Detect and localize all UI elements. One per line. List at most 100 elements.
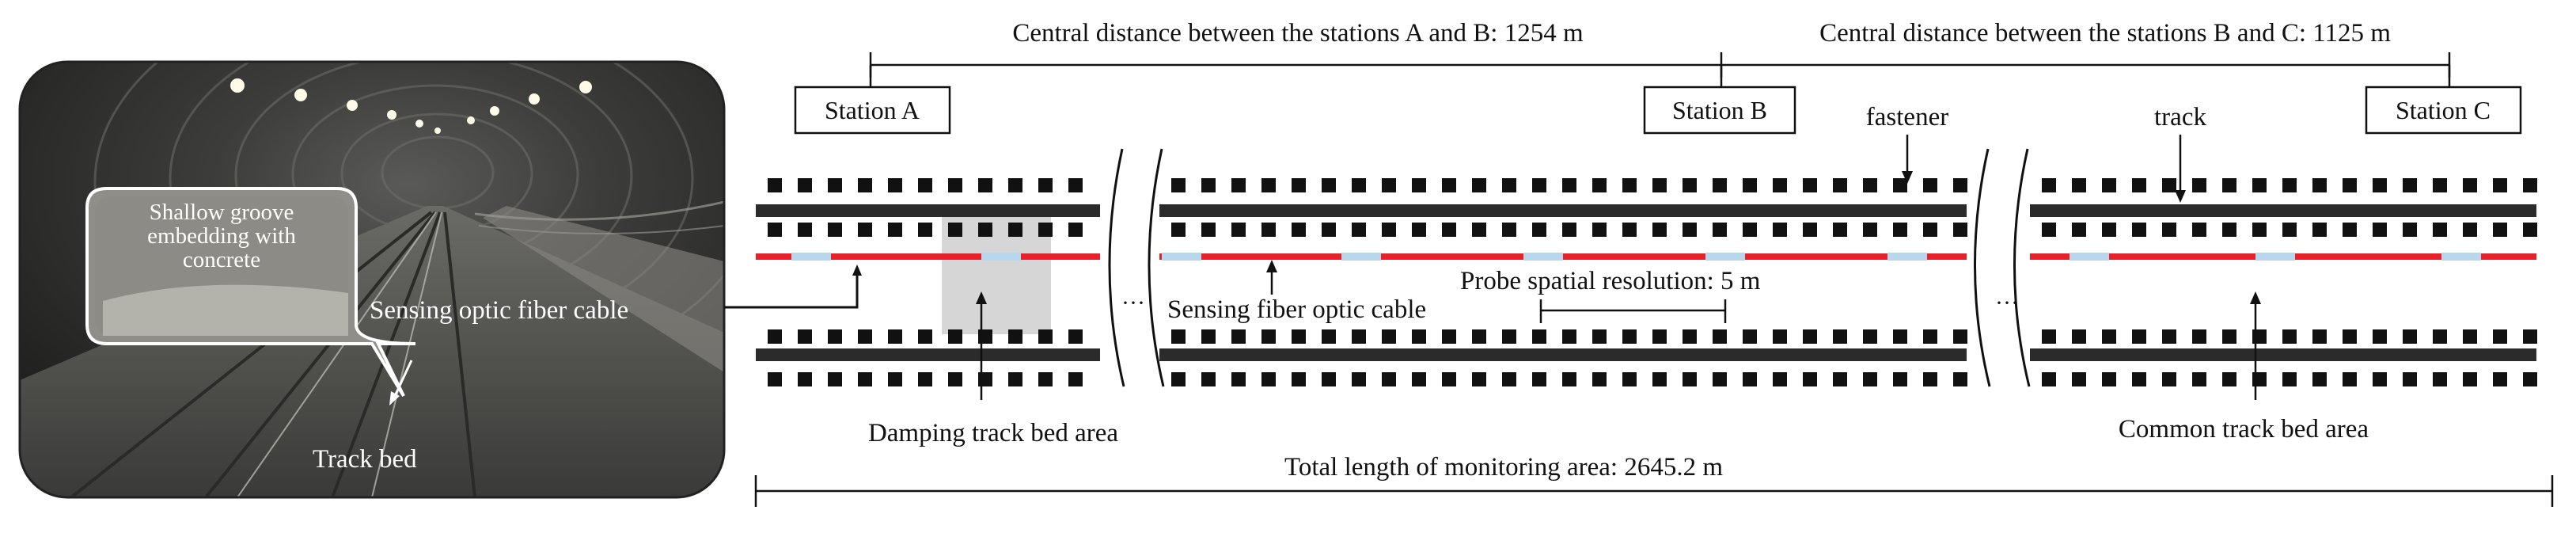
fastener-square [2433, 372, 2447, 386]
fastener-square [2523, 178, 2537, 192]
fastener-square [2433, 223, 2447, 237]
fastener-square [1833, 223, 1847, 237]
probe-resolution-label: Probe spatial resolution: 5 m [1460, 267, 1761, 295]
fastener-square [1683, 223, 1697, 237]
fastener-square [2042, 178, 2056, 192]
probe-segment [981, 253, 1021, 261]
station-c-label: Station C [2396, 96, 2491, 124]
station-c: Station C [2365, 65, 2522, 135]
fastener-square [1713, 372, 1727, 386]
fastener-square [1803, 372, 1817, 386]
fastener-square [2072, 178, 2086, 192]
fastener-square [2252, 372, 2267, 386]
fastener-square [1472, 223, 1486, 237]
fastener-square [948, 372, 962, 386]
fastener-square [1592, 329, 1607, 344]
fastener-square [2523, 329, 2537, 344]
fastener-square [1412, 223, 1426, 237]
fastener-square [2282, 223, 2297, 237]
fastener-square [1713, 178, 1727, 192]
probe-segment [2070, 253, 2109, 261]
fastener-square [1352, 178, 1366, 192]
fastener-square [1038, 223, 1053, 237]
fastener-square [1893, 372, 1907, 386]
fastener-square [798, 223, 812, 237]
fastener-square [1442, 178, 1456, 192]
fastener-square [2403, 178, 2417, 192]
fastener-square [2102, 329, 2116, 344]
fastener-square [2403, 329, 2417, 344]
fastener-square [978, 329, 992, 344]
fastener-square [2403, 372, 2417, 386]
fastener-square [1893, 178, 1907, 192]
fastener-square [978, 372, 992, 386]
fastener-square [1502, 372, 1516, 386]
fastener-square [1231, 329, 1246, 344]
fastener-square [2252, 329, 2267, 344]
fastener-square [1803, 329, 1817, 344]
fastener-square [2222, 178, 2236, 192]
fastener-square [1472, 372, 1486, 386]
fastener-square [948, 329, 962, 344]
fastener-square [1472, 329, 1486, 344]
fastener-square [1953, 178, 1967, 192]
fastener-square [2403, 223, 2417, 237]
fastener-square [888, 223, 902, 237]
fastener-square [1622, 223, 1637, 237]
fastener-square [2072, 372, 2086, 386]
fastener-square [1322, 223, 1336, 237]
fastener-square [2282, 329, 2297, 344]
fastener-square [1261, 223, 1276, 237]
fastener-square [2162, 372, 2176, 386]
fastener-square [1773, 223, 1787, 237]
fastener-square [858, 223, 872, 237]
fastener-square [1171, 329, 1186, 344]
fastener-square [1622, 329, 1637, 344]
fastener-square [2343, 178, 2357, 192]
fastener-square [1472, 178, 1486, 192]
fastener-square [1893, 329, 1907, 344]
fastener-square [1532, 223, 1546, 237]
sensing-fiber-label: Sensing fiber optic cable [1167, 295, 1426, 324]
fastener-square [1231, 372, 1246, 386]
fastener-square [1592, 223, 1607, 237]
fastener-square [2312, 178, 2327, 192]
fastener-square [1412, 372, 1426, 386]
fastener-square [828, 223, 842, 237]
fastener-square [918, 223, 932, 237]
track-layer [756, 178, 2537, 386]
fastener-square [2042, 372, 2056, 386]
probe-segment [1523, 253, 1563, 261]
fastener-square [1292, 329, 1306, 344]
probe-segment [2441, 253, 2481, 261]
fastener-square [1201, 372, 1216, 386]
fastener-square [2282, 372, 2297, 386]
fastener-square [2343, 223, 2357, 237]
fastener-square [1863, 178, 1877, 192]
fastener-square [2523, 223, 2537, 237]
photo-cable-label: Sensing optic fiber cable [370, 296, 628, 325]
fastener-square [1652, 223, 1667, 237]
fastener-square [1833, 329, 1847, 344]
resolution-dimension [1539, 299, 1727, 323]
fastener-square [768, 178, 782, 192]
fastener-square [2132, 223, 2146, 237]
fastener-square [1743, 223, 1757, 237]
fastener-square [1442, 372, 1456, 386]
fastener-square [858, 329, 872, 344]
fastener-square [1833, 178, 1847, 192]
photo-track-bed-label: Track bed [313, 445, 417, 474]
fastener-square [1532, 372, 1546, 386]
fastener-square [2493, 372, 2507, 386]
fastener-square [768, 223, 782, 237]
fastener-square [2042, 223, 2056, 237]
fastener-square [2373, 178, 2387, 192]
fastener-square [798, 372, 812, 386]
common-area-label: Common track bed area [2119, 415, 2369, 444]
distance-ab-label: Central distance between the stations A … [1012, 19, 1584, 48]
fastener-square [1683, 329, 1697, 344]
fastener-square [2102, 372, 2116, 386]
fastener-square [1923, 178, 1937, 192]
probe-segment [2255, 253, 2295, 261]
fastener-square [2493, 178, 2507, 192]
